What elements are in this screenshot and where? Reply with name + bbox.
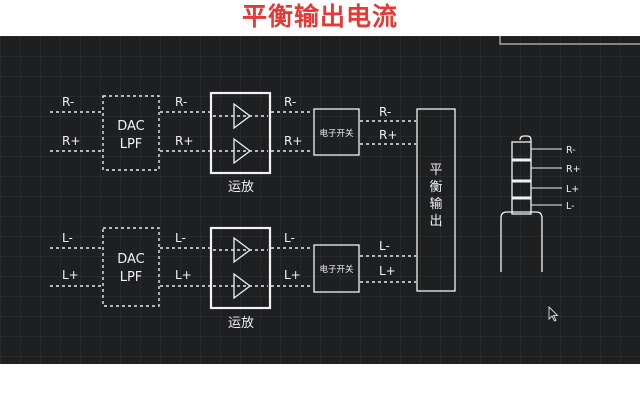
panel-edge: [499, 36, 640, 45]
signal-diagram: R- R+ DAC LPF R- R+ 运放 R- R+ 电子开关 R- R+ …: [50, 36, 640, 331]
mouse-cursor-icon: [548, 305, 559, 322]
jack-pin-label-3: L+: [566, 184, 579, 195]
balanced-output-char-2: 衡: [429, 180, 442, 195]
switch-label-lower: 电子开关: [319, 264, 354, 275]
label-mid-minus-upper: R-: [175, 95, 187, 109]
label-out-minus-upper: R-: [284, 95, 296, 109]
dac-label-lower: DAC: [117, 252, 145, 267]
label-in-minus-lower: L-: [62, 231, 73, 245]
electronic-switch-lower: [313, 244, 360, 293]
label-out-minus-lower: L-: [284, 231, 295, 245]
balanced-output-char-4: 出: [429, 214, 442, 229]
opamp-label-lower: 运放: [228, 316, 254, 331]
opamp-triangle-b-upper: [233, 137, 252, 165]
jack-pin-label-2: R+: [566, 164, 581, 175]
label-mid-plus-lower: L+: [175, 268, 192, 282]
opamp-triangle-b-lower: [233, 272, 252, 300]
switch-label-upper: 电子开关: [319, 128, 354, 139]
opamp-triangle-a-lower: [233, 236, 252, 264]
label-out-plus-lower: L+: [284, 268, 301, 282]
label-sw-minus-upper: R-: [379, 105, 391, 119]
opamp-block-upper: [209, 91, 272, 175]
opamp-block-lower: [209, 226, 272, 310]
balanced-output-char-3: 输: [429, 196, 442, 212]
jack-pin-label-1: R-: [566, 145, 576, 156]
label-mid-minus-lower: L-: [175, 231, 186, 245]
label-sw-minus-lower: L-: [379, 239, 390, 253]
opamp-triangle-a-upper: [233, 102, 252, 130]
balanced-output-block: [416, 108, 456, 292]
upper-chain: R- R+ DAC LPF R- R+ 运放 R- R+ 电子开关 R- R+: [50, 91, 416, 195]
label-in-plus-lower: L+: [62, 268, 79, 282]
balanced-output-char-1: 平: [429, 163, 442, 178]
opamp-label-upper: 运放: [228, 180, 254, 195]
diagram-canvas: R- R+ DAC LPF R- R+ 运放 R- R+ 电子开关 R- R+ …: [0, 36, 640, 364]
lpf-label-upper: LPF: [120, 137, 143, 152]
diagram-title: 平衡输出电流: [241, 2, 398, 31]
jack-pin-label-4: L-: [566, 201, 575, 212]
label-out-plus-upper: R+: [284, 134, 302, 148]
label-sw-plus-upper: R+: [379, 128, 397, 142]
jack-sleeve: [500, 211, 543, 272]
label-mid-plus-upper: R+: [175, 134, 193, 148]
lower-chain: L- L+ DAC LPF L- L+ 运放 L- L+ 电子开关 L- L+: [50, 226, 416, 331]
dac-lpf-block-lower: [102, 227, 160, 307]
dac-label-upper: DAC: [117, 119, 145, 134]
label-in-minus-upper: R-: [62, 95, 74, 109]
lpf-label-lower: LPF: [120, 270, 143, 285]
electronic-switch-upper: [313, 108, 360, 156]
headphone-jack-icon: R- R+ L+ L-: [500, 135, 581, 272]
dac-lpf-block-upper: [102, 95, 160, 171]
label-in-plus-upper: R+: [62, 134, 80, 148]
label-sw-plus-lower: L+: [379, 264, 396, 278]
